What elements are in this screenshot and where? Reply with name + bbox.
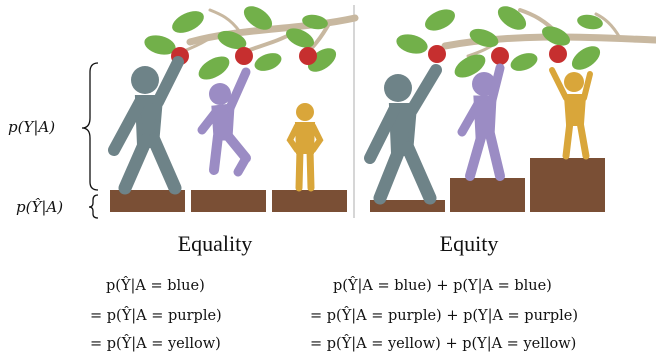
upper-axis-label: p(Y|A) — [8, 118, 56, 136]
lower-brace — [88, 194, 99, 219]
equity-eq-3: = p(Ŷ|A = yellow) + p(Y|A = yellow) — [310, 336, 577, 352]
apples — [428, 45, 567, 65]
apple — [549, 45, 567, 63]
equality-eq-1: p(Ŷ|A = blue) — [106, 278, 205, 294]
equality-eq-2: = p(Ŷ|A = purple) — [90, 308, 222, 324]
stepped-boxes — [370, 158, 605, 212]
apple — [235, 47, 253, 65]
person-blue — [108, 56, 184, 195]
person-yellow — [286, 103, 324, 192]
equity-panel-art — [364, 6, 656, 212]
equality-eq-3: = p(Ŷ|A = yellow) — [90, 336, 221, 352]
equity-eq-1: p(Ŷ|A = blue) + p(Y|A = blue) — [333, 278, 552, 294]
person-blue — [364, 64, 442, 205]
box-yellow — [530, 158, 605, 212]
equity-title: Equity — [439, 231, 499, 256]
box-blue — [110, 190, 185, 212]
apple — [299, 47, 317, 65]
box-yellow — [272, 190, 347, 212]
apple — [428, 45, 446, 63]
person-yellow — [549, 67, 593, 160]
equal-boxes — [110, 190, 347, 212]
equality-panel-art — [108, 6, 359, 212]
apples — [171, 47, 317, 65]
box-purple — [191, 190, 266, 212]
person-purple — [457, 63, 505, 181]
lower-axis-label: p(Ŷ|A) — [16, 198, 64, 216]
equality-title: Equality — [177, 231, 253, 256]
box-purple — [450, 178, 525, 212]
apple — [491, 47, 509, 65]
equity-eq-2: = p(Ŷ|A = purple) + p(Y|A = purple) — [310, 308, 579, 324]
person-purple — [197, 67, 251, 177]
upper-brace — [81, 62, 99, 191]
leaves — [396, 6, 603, 78]
